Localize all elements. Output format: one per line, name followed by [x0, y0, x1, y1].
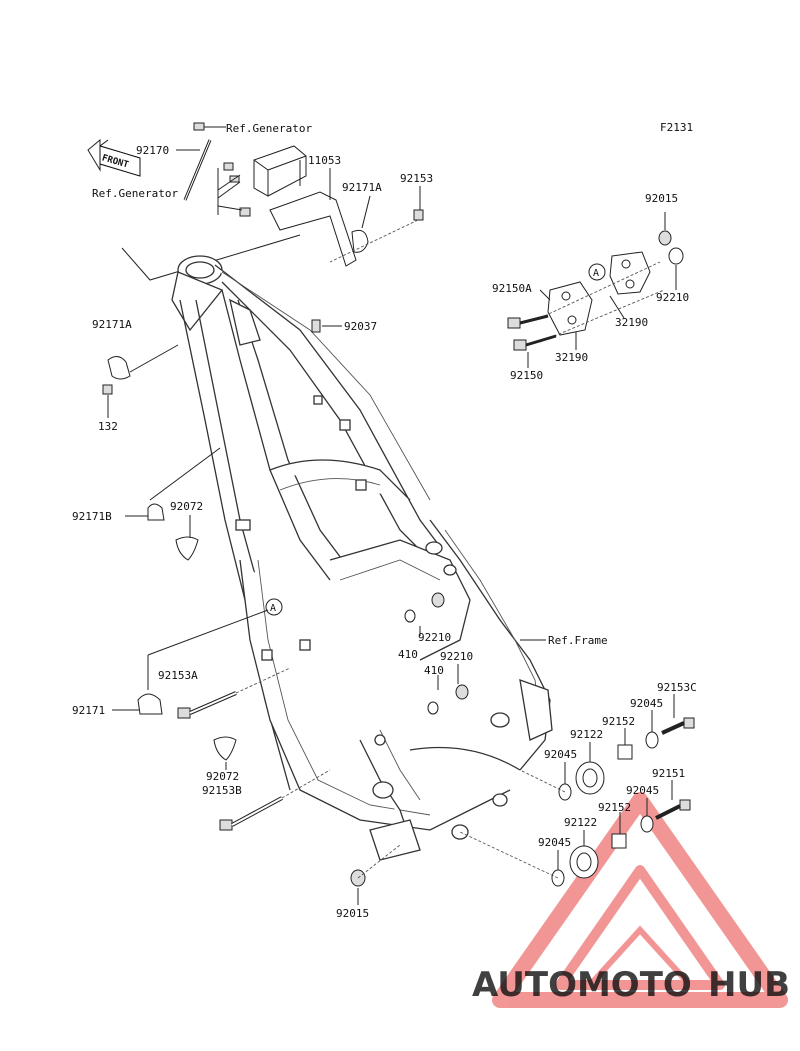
bracket-plate-icon: [547, 281, 593, 336]
part-label-92152-b: 92152: [598, 801, 631, 814]
part-label-92152-a: 92152: [602, 715, 635, 728]
figure-id: F2131: [660, 121, 693, 134]
part-label-410-a: 410: [398, 648, 418, 661]
nut-icon: [455, 684, 469, 700]
callout-letter-bracket: A: [593, 268, 599, 279]
part-label-92122-b: 92122: [564, 816, 597, 829]
part-label-92037: 92037: [344, 320, 377, 333]
part-label-92015-bottom: 92015: [336, 907, 369, 920]
bolt-icon: [679, 799, 691, 811]
bracket-icon: [269, 191, 357, 267]
part-label-410-b: 410: [424, 664, 444, 677]
bolt-icon: [683, 717, 695, 729]
washer-icon: [404, 609, 416, 623]
ref-frame: Ref.Frame: [548, 634, 608, 647]
callout-letter-frame: A: [270, 603, 276, 614]
part-label-92151: 92151: [652, 767, 685, 780]
watermark-logo: [492, 792, 788, 1008]
part-label-92045-a: 92045: [630, 697, 663, 710]
part-label-92045-c: 92045: [626, 784, 659, 797]
part-label-92045-d: 92045: [538, 836, 571, 849]
part-label-92171a-left: 92171A: [92, 318, 132, 331]
left-parts: [102, 319, 342, 831]
nut-icon: [658, 230, 672, 246]
part-label-11053: 11053: [308, 154, 341, 167]
bracket-plate-icon: [609, 251, 651, 295]
part-label-92210-mid2: 92210: [440, 650, 473, 663]
part-label-92150: 92150: [510, 369, 543, 382]
clamp-icon: [137, 693, 163, 715]
part-label-32190-a: 32190: [615, 316, 648, 329]
spacer-icon: [617, 744, 633, 760]
main-frame: A: [121, 234, 553, 861]
part-label-92072-lower: 92072: [206, 770, 239, 783]
washer-icon: [640, 815, 654, 833]
part-label-92153c: 92153C: [657, 681, 697, 694]
nut-icon: [239, 207, 251, 217]
watermark-text: AUTOMOTO HUB: [472, 965, 790, 1005]
bolt-icon: [513, 339, 527, 351]
clamp-icon: [351, 229, 369, 253]
washer-icon: [645, 731, 659, 749]
part-label-92072-upper: 92072: [170, 500, 203, 513]
part-label-92153-top: 92153: [400, 172, 433, 185]
bolt-icon: [193, 122, 205, 131]
cover-icon: [253, 145, 307, 197]
clamp-icon: [107, 356, 131, 380]
part-label-92153b: 92153B: [202, 784, 242, 797]
band-icon: [213, 736, 237, 761]
bolt-icon: [219, 819, 233, 831]
part-label-32190-b: 32190: [555, 351, 588, 364]
nut-icon: [431, 592, 445, 608]
front-arrow-icon: FRONT: [87, 138, 141, 177]
part-label-92153a: 92153A: [158, 669, 198, 682]
part-label-132: 132: [98, 420, 118, 433]
callout-a-frame: [265, 598, 283, 616]
spacer-icon: [611, 833, 627, 849]
callout-a-bracket: [588, 263, 606, 281]
washer-icon: [427, 701, 439, 715]
collar-icon: [223, 162, 234, 171]
band-icon: [175, 536, 199, 561]
bolt-icon: [413, 209, 424, 221]
nut-icon: [102, 384, 113, 395]
part-label-92150a: 92150A: [492, 282, 532, 295]
part-label-92122-a: 92122: [570, 728, 603, 741]
generator-bracket-group: [176, 122, 424, 267]
part-label-92045-b: 92045: [544, 748, 577, 761]
part-label-92210-top: 92210: [656, 291, 689, 304]
bolt-icon: [507, 317, 521, 329]
lower-right-parts: [350, 639, 695, 905]
part-label-92171a-top: 92171A: [342, 181, 382, 194]
part-label-92210-mid1: 92210: [418, 631, 451, 644]
bolt-icon: [177, 707, 191, 719]
part-label-92015-top: 92015: [645, 192, 678, 205]
nut-icon: [668, 247, 684, 265]
bolt-icon: [311, 319, 321, 333]
part-label-92171: 92171: [72, 704, 105, 717]
clamp-icon: [147, 503, 165, 521]
ref-generator-top: Ref.Generator: [226, 122, 312, 135]
engine-bracket-group: A: [507, 212, 684, 368]
part-label-92171b: 92171B: [72, 510, 112, 523]
ref-generator-left: Ref.Generator: [92, 187, 178, 200]
part-label-92170: 92170: [136, 144, 169, 157]
watermark-part2: HUB: [708, 965, 790, 1005]
middle-parts: [404, 592, 469, 715]
watermark-part1: AUTOMOTO: [472, 965, 692, 1005]
